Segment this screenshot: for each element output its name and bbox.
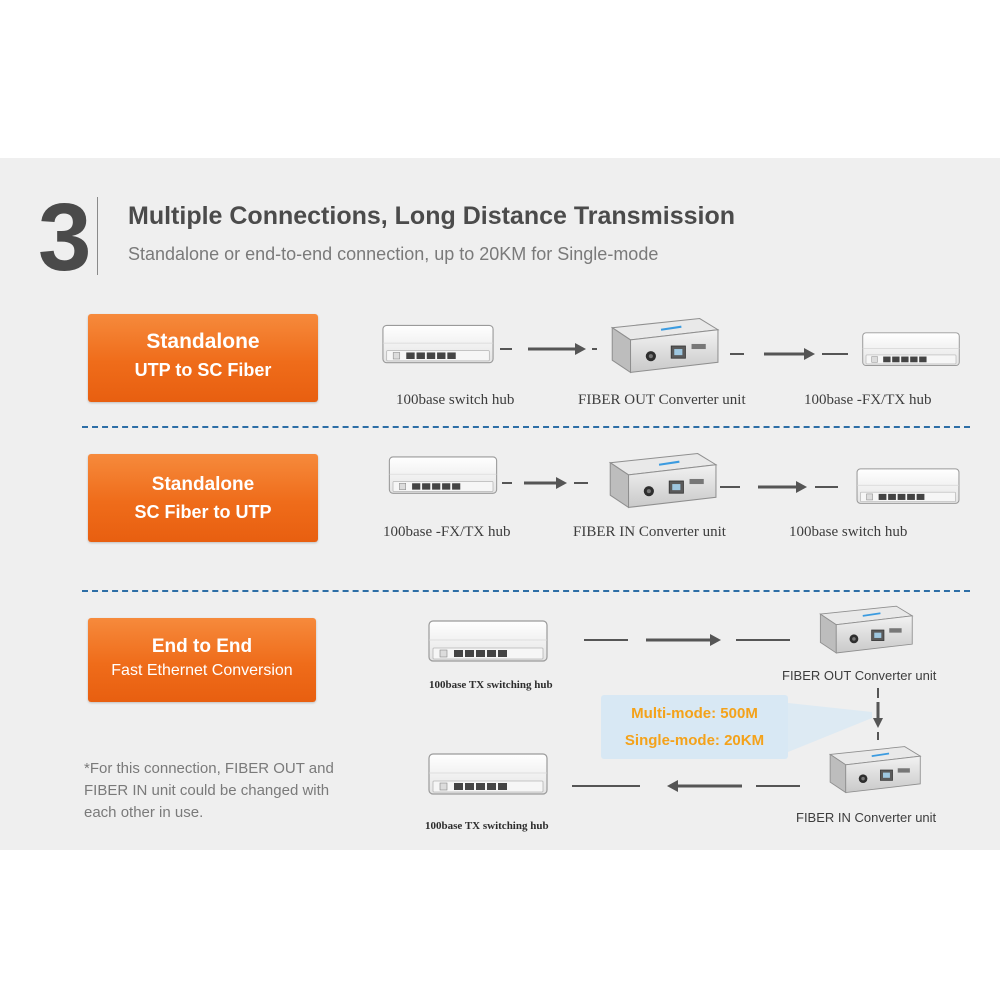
title-divider	[97, 197, 98, 275]
device-label: 100base -FX/TX hub	[804, 392, 932, 408]
switch-hub-icon	[428, 753, 548, 795]
switch-hub-icon	[382, 324, 494, 364]
converter-unit-icon	[829, 745, 922, 794]
transmission-mode-box: Multi-mode: 500M Single-mode: 20KM	[601, 695, 788, 759]
device-label: 100base switch hub	[396, 392, 515, 408]
device-label: 100base TX switching hub	[429, 679, 553, 691]
multi-mode-text: Multi-mode: 500M	[631, 705, 758, 722]
badge-line2: Fast Ethernet Conversion	[111, 662, 293, 679]
converter-unit-icon	[611, 317, 720, 374]
device-label: 100base TX switching hub	[425, 820, 549, 832]
device-label: FIBER IN Converter unit	[796, 810, 937, 825]
device-label: FIBER OUT Converter unit	[578, 392, 746, 408]
switch-hub-icon	[862, 332, 960, 367]
device-label: 100base switch hub	[789, 524, 908, 540]
converter-unit-icon	[819, 605, 914, 654]
arrow-right-icon	[720, 481, 838, 493]
page-subtitle: Standalone or end-to-end connection, up …	[128, 244, 659, 264]
single-mode-text: Single-mode: 20KM	[624, 732, 765, 749]
section-number: 3	[38, 184, 92, 291]
badge-end-to-end: End to End Fast Ethernet Conversion	[88, 618, 316, 702]
arrow-right-icon	[502, 477, 588, 489]
section-divider	[82, 590, 970, 592]
arrow-right-icon	[500, 343, 597, 355]
arrow-down-icon	[873, 688, 883, 740]
badge-line1: Standalone	[151, 474, 255, 495]
badge-line1: End to End	[151, 636, 253, 657]
arrow-left-icon	[572, 780, 800, 792]
switch-hub-icon	[856, 468, 960, 505]
device-label: FIBER OUT Converter unit	[782, 668, 937, 683]
section-divider	[82, 426, 970, 428]
mode-highlight	[788, 703, 872, 752]
badge-line2: SC Fiber to UTP	[134, 502, 272, 522]
badge-standalone-sc-to-utp: Standalone SC Fiber to UTP	[88, 454, 318, 542]
device-label: 100base -FX/TX hub	[383, 524, 511, 540]
footnote: *For this connection, FIBER OUT and FIBE…	[84, 760, 334, 821]
page-title: Multiple Connections, Long Distance Tran…	[128, 202, 736, 230]
badge-standalone-utp-to-sc: Standalone UTP to SC Fiber	[88, 314, 318, 402]
arrow-right-icon	[584, 634, 790, 646]
badge-line2: UTP to SC Fiber	[134, 360, 272, 380]
switch-hub-icon	[388, 456, 498, 494]
converter-unit-icon	[609, 452, 718, 509]
arrow-right-icon	[730, 348, 848, 360]
switch-hub-icon	[428, 620, 548, 662]
device-label: FIBER IN Converter unit	[573, 524, 726, 540]
badge-line1: Standalone	[146, 330, 260, 353]
